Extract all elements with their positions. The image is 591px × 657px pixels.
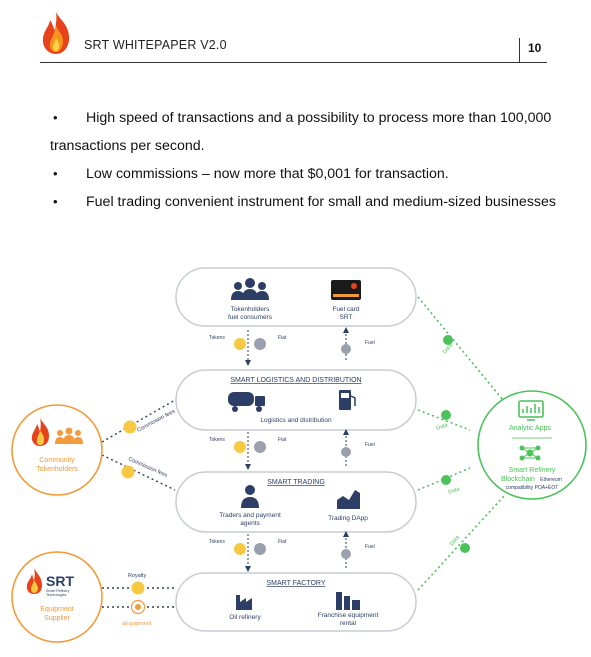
page-number: 10 <box>528 41 542 55</box>
bullet-item: Low commissions – now more that $0,001 f… <box>50 160 560 188</box>
box-label: SRT <box>340 314 353 321</box>
trading-title: SMART TRADING <box>267 479 325 486</box>
body-text: High speed of transactions and a possibi… <box>50 104 560 216</box>
analytics-circle <box>477 390 587 500</box>
fuel-label: Fuel <box>365 544 375 550</box>
fuel-truck-icon <box>228 392 265 412</box>
srt-brand-sub: Technologies <box>46 593 67 597</box>
tokens-label: Tokens <box>209 335 225 341</box>
fuel-pump-icon <box>339 390 356 410</box>
logistics-label: Logistics and distribution <box>260 417 332 424</box>
document-title: SRT WHITEPAPER V2.0 <box>84 38 227 52</box>
trading-chart-icon <box>337 490 360 509</box>
supplier-circle <box>11 551 103 643</box>
data-badges <box>441 335 470 553</box>
logistics-box <box>175 369 417 431</box>
box-label: Tokenholders <box>231 306 270 313</box>
data-label: Data <box>442 342 455 355</box>
tokens-label: Tokens <box>209 539 225 545</box>
box-label: rental <box>340 620 357 627</box>
analytic-apps-label: Analytic Apps <box>509 425 552 432</box>
header-divider <box>519 38 520 62</box>
blockchain-network-icon <box>519 445 541 461</box>
data-connectors <box>417 296 506 591</box>
ethereum-label: Ethereum <box>540 477 562 483</box>
tokens-label: Tokens <box>209 437 225 443</box>
smart-refinery-label: Smart Refinery <box>509 467 556 474</box>
bullet-item: High speed of transactions and a possibi… <box>50 104 560 132</box>
fiat-label: Fiat <box>278 437 287 443</box>
fuel-label: Fuel <box>365 442 375 448</box>
box-label: Traders and payment <box>219 512 281 519</box>
community-label: Tokenholders <box>36 466 78 473</box>
box-label: Fuel card <box>332 306 359 313</box>
commission-fees-label: Commission fees <box>127 456 168 479</box>
box-label: Franchise equipment <box>318 612 379 619</box>
group-people-icon <box>231 278 269 300</box>
supplier-label: Supplier <box>44 615 70 622</box>
blockchain-label: Blockchain <box>501 476 535 483</box>
srt-token-icon <box>121 465 135 479</box>
factory-box <box>175 572 417 632</box>
supplier-label: Equipment <box>40 606 74 613</box>
factory-title: SMART FACTORY <box>267 580 326 587</box>
flow-row: Tokens Fiat Fuel <box>209 531 375 572</box>
factory-equipment-icon <box>336 592 360 610</box>
flow-row: Tokens Fiat Fuel <box>209 327 375 366</box>
trading-box <box>175 471 417 533</box>
bullet-item: Fuel trading convenient instrument for s… <box>50 188 560 216</box>
commission-fees-label: Commission fees <box>136 409 176 434</box>
analytics-monitor-icon <box>518 400 544 421</box>
flow-row: Tokens Fiat Fuel <box>209 429 375 470</box>
community-label: Community <box>39 457 75 464</box>
compat-label: compatibility POA+EOT <box>506 485 559 491</box>
header-rule <box>40 62 547 63</box>
data-label: Data <box>448 486 462 496</box>
data-label: Data <box>436 422 450 432</box>
srt-token-icon <box>131 581 145 595</box>
fiat-label: Fiat <box>278 539 287 545</box>
flame-icon <box>31 418 49 446</box>
tokenholders-group-icon <box>55 427 83 444</box>
fiat-label: Fiat <box>278 335 287 341</box>
fuel-card-icon <box>331 280 361 300</box>
logistics-title: SMART LOGISTICS AND DISTRIBUTION <box>230 377 361 384</box>
box-label: Oil refinery <box>229 614 261 621</box>
srt-brand-logo: SRT Smart Refinery Technologies <box>26 568 74 597</box>
box-label: fuel consumers <box>228 314 273 321</box>
page-header: SRT WHITEPAPER V2.0 10 <box>0 0 591 70</box>
trader-icon <box>241 485 259 508</box>
refinery-icon <box>236 595 252 610</box>
flame-logo-icon <box>42 12 70 54</box>
equipment-flow-label: aEquipment <box>122 621 152 627</box>
royalty-label: Royalty <box>128 573 147 579</box>
bullet-continuation: transactions per second. <box>50 138 205 154</box>
srt-brand-text: SRT <box>46 573 74 589</box>
ecosystem-diagram: Data Data Data Data Commission fees Comm… <box>11 267 587 643</box>
community-circle <box>11 404 103 496</box>
srt-brand-sub: Smart Refinery <box>46 589 70 593</box>
fuel-label: Fuel <box>365 340 375 346</box>
box-label: Trading DApp <box>328 515 368 522</box>
box-label: agents <box>240 520 260 527</box>
srt-token-icon <box>123 420 137 434</box>
consumers-box <box>175 267 417 327</box>
